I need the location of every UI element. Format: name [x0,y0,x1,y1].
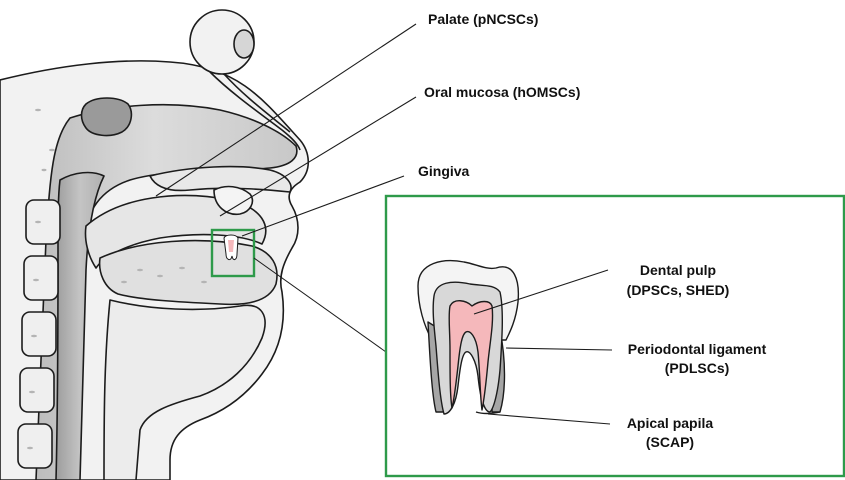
palate-label: Palate (pNCSCs) [428,11,538,27]
dental-pulp-label: Dental pulp [640,262,716,278]
periodontal-sublabel: (PDLSCs) [665,360,730,376]
vertebra [24,256,58,300]
apical-papilla-label: Apical papila [627,415,714,431]
periodontal-label: Periodontal ligament [628,341,767,357]
vertebra [20,368,54,412]
small-tooth [224,235,238,260]
apical-papilla-sublabel: (SCAP) [646,434,694,450]
mandible [100,241,277,305]
eye-pupil [234,30,254,58]
head-section [0,10,308,480]
skull-block [82,98,132,135]
vertebra [22,312,56,356]
gingiva-label: Gingiva [418,163,470,179]
dental-pulp-sublabel: (DPSCs, SHED) [627,282,730,298]
vertebra [18,424,52,468]
oral-mucosa-label: Oral mucosa (hOMSCs) [424,84,580,100]
vertebra [26,200,60,244]
